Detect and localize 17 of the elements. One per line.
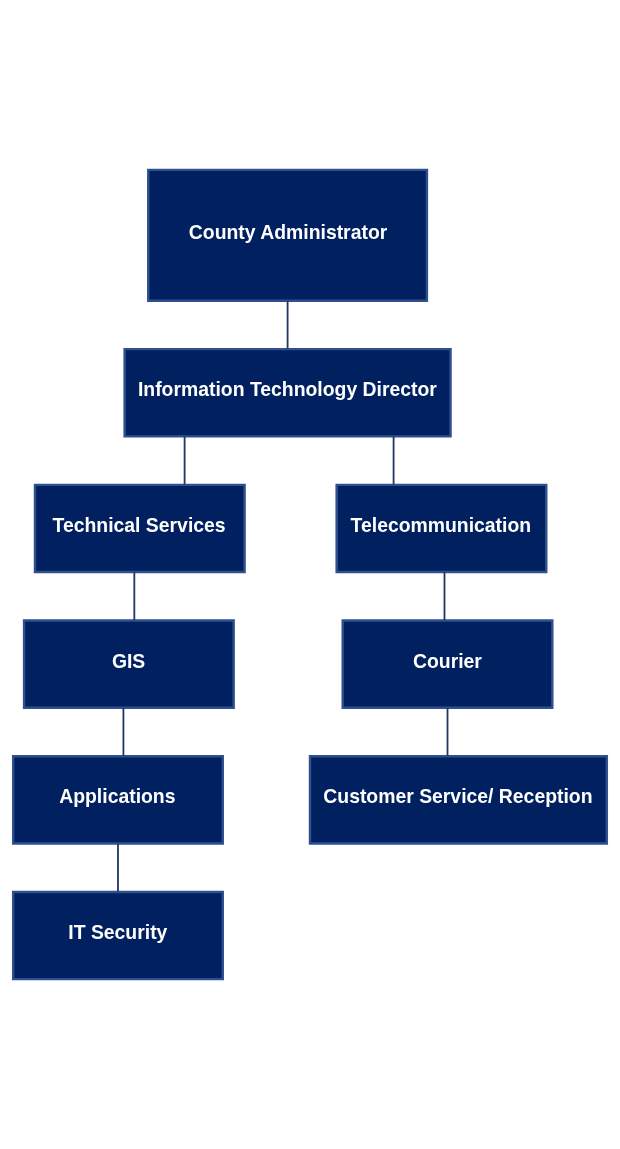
- connector: [183, 435, 186, 486]
- node-box: Customer Service/ Reception: [308, 755, 609, 845]
- connector: [122, 706, 125, 757]
- connector: [443, 571, 446, 621]
- node-box: Courier: [341, 619, 554, 709]
- node-box: IT Security: [11, 890, 224, 981]
- connector: [286, 299, 289, 350]
- connector: [133, 571, 136, 621]
- connector: [446, 706, 449, 757]
- node-box: County Administrator: [147, 168, 429, 302]
- connector: [392, 435, 395, 486]
- connector: [117, 842, 119, 893]
- node-box: GIS: [22, 619, 235, 709]
- node-box: Telecommunication: [335, 483, 548, 574]
- node-box: Technical Services: [33, 483, 246, 574]
- node-box: Information Technology Director: [123, 347, 452, 438]
- node-box: Applications: [11, 755, 224, 845]
